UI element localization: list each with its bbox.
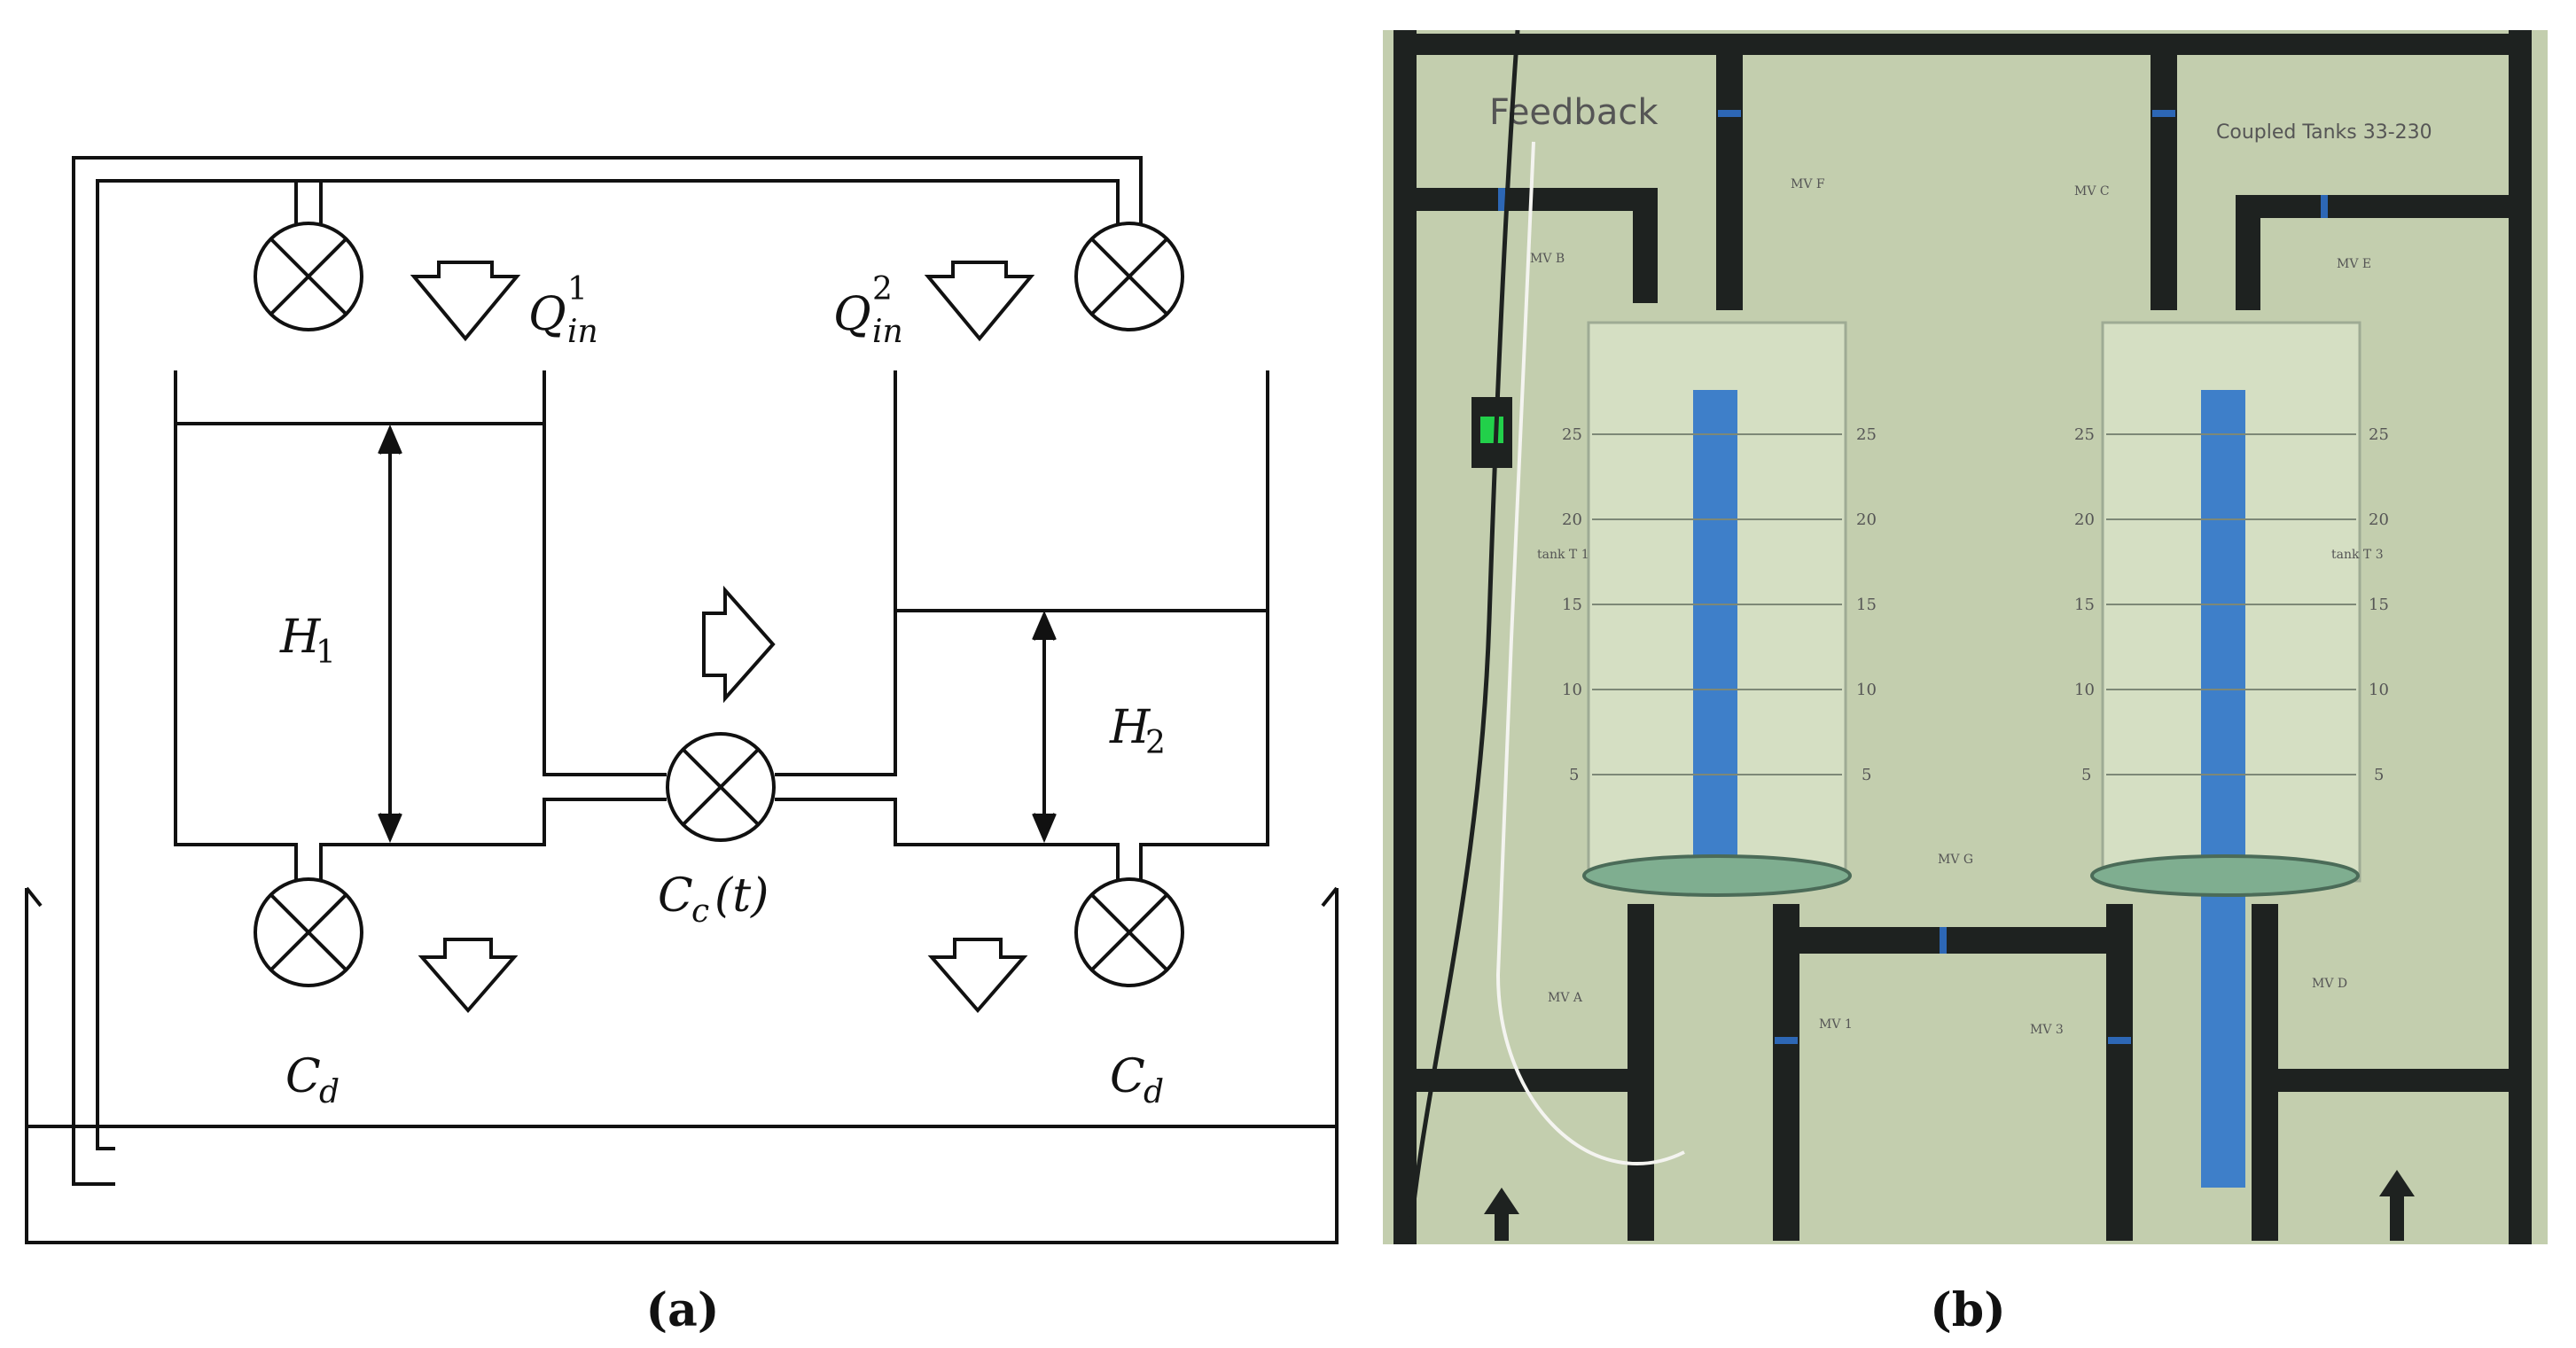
label-h2: H — [1109, 701, 1151, 754]
scale-label: 5 — [2081, 766, 2091, 784]
panel-a-schematic — [25, 156, 1339, 1244]
caption-a: (a) — [646, 1283, 720, 1337]
valve-label-mv-c: MV C — [2074, 184, 2110, 199]
panel-b-photo: 25 20 15 10 5 25 20 15 10 5 25 20 15 10 … — [1383, 29, 2548, 1337]
tank-right — [2090, 321, 2361, 1188]
flow-up-arrow-right-icon — [2379, 1170, 2415, 1241]
scale-label: 25 — [2074, 425, 2095, 444]
tank-right-inner-tube — [2201, 390, 2245, 1188]
label-cd-left: C — [285, 1050, 321, 1103]
reservoir-right-lip — [1321, 886, 1339, 908]
reservoir-outline — [25, 888, 1339, 1244]
coupling-flow-arrow-icon — [702, 585, 776, 704]
scale-label: 25 — [1562, 425, 1582, 444]
sensor-cable — [1407, 29, 1520, 1242]
scale-label: 5 — [1862, 766, 1871, 784]
brand-logo: Feedback — [1489, 92, 1659, 133]
valve-label-mv-g: MV G — [1938, 853, 1973, 867]
valve-label-mv-f: MV F — [1791, 177, 1825, 191]
drain-valve-right-icon — [1074, 877, 1184, 987]
valve-label-mv-1: MV 1 — [1819, 1017, 1853, 1032]
valve-label-mv-b: MV B — [1530, 252, 1565, 266]
tank-scale-labels: 25 20 15 10 5 25 20 15 10 5 25 20 15 10 … — [1562, 425, 2389, 784]
label-cc-sub: c — [691, 893, 709, 930]
scale-label: 20 — [1856, 510, 1877, 529]
label-q-in-1-sup: 1 — [567, 271, 588, 308]
label-q-in-2-sup: 2 — [872, 271, 893, 308]
drain-valve-left-icon — [254, 877, 363, 987]
inflow-arrow-2-icon — [924, 261, 1035, 342]
scale-label: 20 — [2369, 510, 2389, 529]
model-label: Coupled Tanks 33-230 — [2216, 121, 2432, 144]
label-cc-arg: (t) — [714, 869, 769, 923]
tank1-bottom-right — [319, 798, 667, 880]
pump-valve-right-icon — [1074, 222, 1184, 331]
label-h2-sub: 2 — [1145, 725, 1166, 761]
tank1-walls — [174, 370, 298, 880]
power-indicator — [1480, 417, 1503, 443]
scale-label: 15 — [2074, 596, 2095, 614]
pump-valve-left-icon — [254, 222, 363, 331]
label-cd-right-sub: d — [1144, 1074, 1164, 1110]
scale-label: 5 — [1569, 766, 1579, 784]
drain-arrow-left-icon — [418, 938, 519, 1014]
h1-dimension-arrow — [378, 424, 402, 844]
scale-label: 10 — [2074, 681, 2095, 699]
panel-a-labels: Q 1 in Q 2 in H 1 H 2 C c (t) C d C d (a… — [279, 271, 1166, 1337]
inflow-arrow-1-icon — [410, 261, 521, 342]
label-h1: H — [279, 611, 322, 664]
tank-scales — [1592, 433, 2356, 775]
scale-label: 15 — [2369, 596, 2389, 614]
scale-label: 15 — [1562, 596, 1582, 614]
label-q-in-2-sub: in — [872, 314, 903, 350]
tank2-bottom-left — [775, 798, 1120, 880]
reservoir-left-lip — [25, 886, 43, 908]
scale-label: 5 — [2374, 766, 2384, 784]
caption-b: (b) — [1930, 1283, 2006, 1337]
label-cd-right: C — [1110, 1050, 1145, 1103]
label-q-in-2: Q — [833, 288, 871, 341]
tank2-left-wall — [775, 370, 897, 776]
flow-up-arrow-left-icon — [1484, 1188, 1519, 1241]
valve-label-mv-3: MV 3 — [2030, 1023, 2064, 1037]
label-q-in-1-sub: in — [567, 314, 598, 350]
label-q-in-1: Q — [528, 288, 566, 341]
tank-label-right: tank T 3 — [2331, 548, 2384, 562]
tank-left — [1582, 321, 1852, 897]
tank-label-left: tank T 1 — [1537, 548, 1589, 562]
scale-label: 25 — [1856, 425, 1877, 444]
scale-label: 25 — [2369, 425, 2389, 444]
label-h1-sub: 1 — [316, 635, 336, 671]
h2-dimension-arrow — [1032, 610, 1057, 844]
pipe-couplings — [1498, 110, 2328, 1044]
scale-label: 20 — [1562, 510, 1582, 529]
valve-labels: MV F MV C MV B MV E MV G MV A MV 1 MV 3 … — [1530, 177, 2384, 1037]
coupling-valve-icon — [666, 732, 776, 842]
tank-left-inner-tube — [1693, 390, 1737, 886]
tank1-right-wall — [543, 370, 667, 776]
label-cc: C — [658, 869, 693, 923]
valve-label-mv-e: MV E — [2337, 257, 2371, 271]
label-cd-left-sub: d — [319, 1074, 340, 1110]
valve-label-mv-a: MV A — [1548, 991, 1583, 1005]
scale-label: 15 — [1856, 596, 1877, 614]
white-cable — [1495, 141, 1685, 1165]
inflow-arrow-1-icon — [443, 262, 470, 277]
supply-pipe-inner — [96, 179, 1120, 1150]
scale-label: 10 — [1856, 681, 1877, 699]
supply-pipe-outer — [72, 156, 1143, 1186]
valve-label-mv-d: MV D — [2312, 977, 2347, 991]
scale-label: 10 — [1562, 681, 1582, 699]
scale-label: 20 — [2074, 510, 2095, 529]
scale-label: 10 — [2369, 681, 2389, 699]
drain-arrow-right-icon — [927, 938, 1028, 1014]
tank2-right-wall — [1139, 370, 1269, 880]
